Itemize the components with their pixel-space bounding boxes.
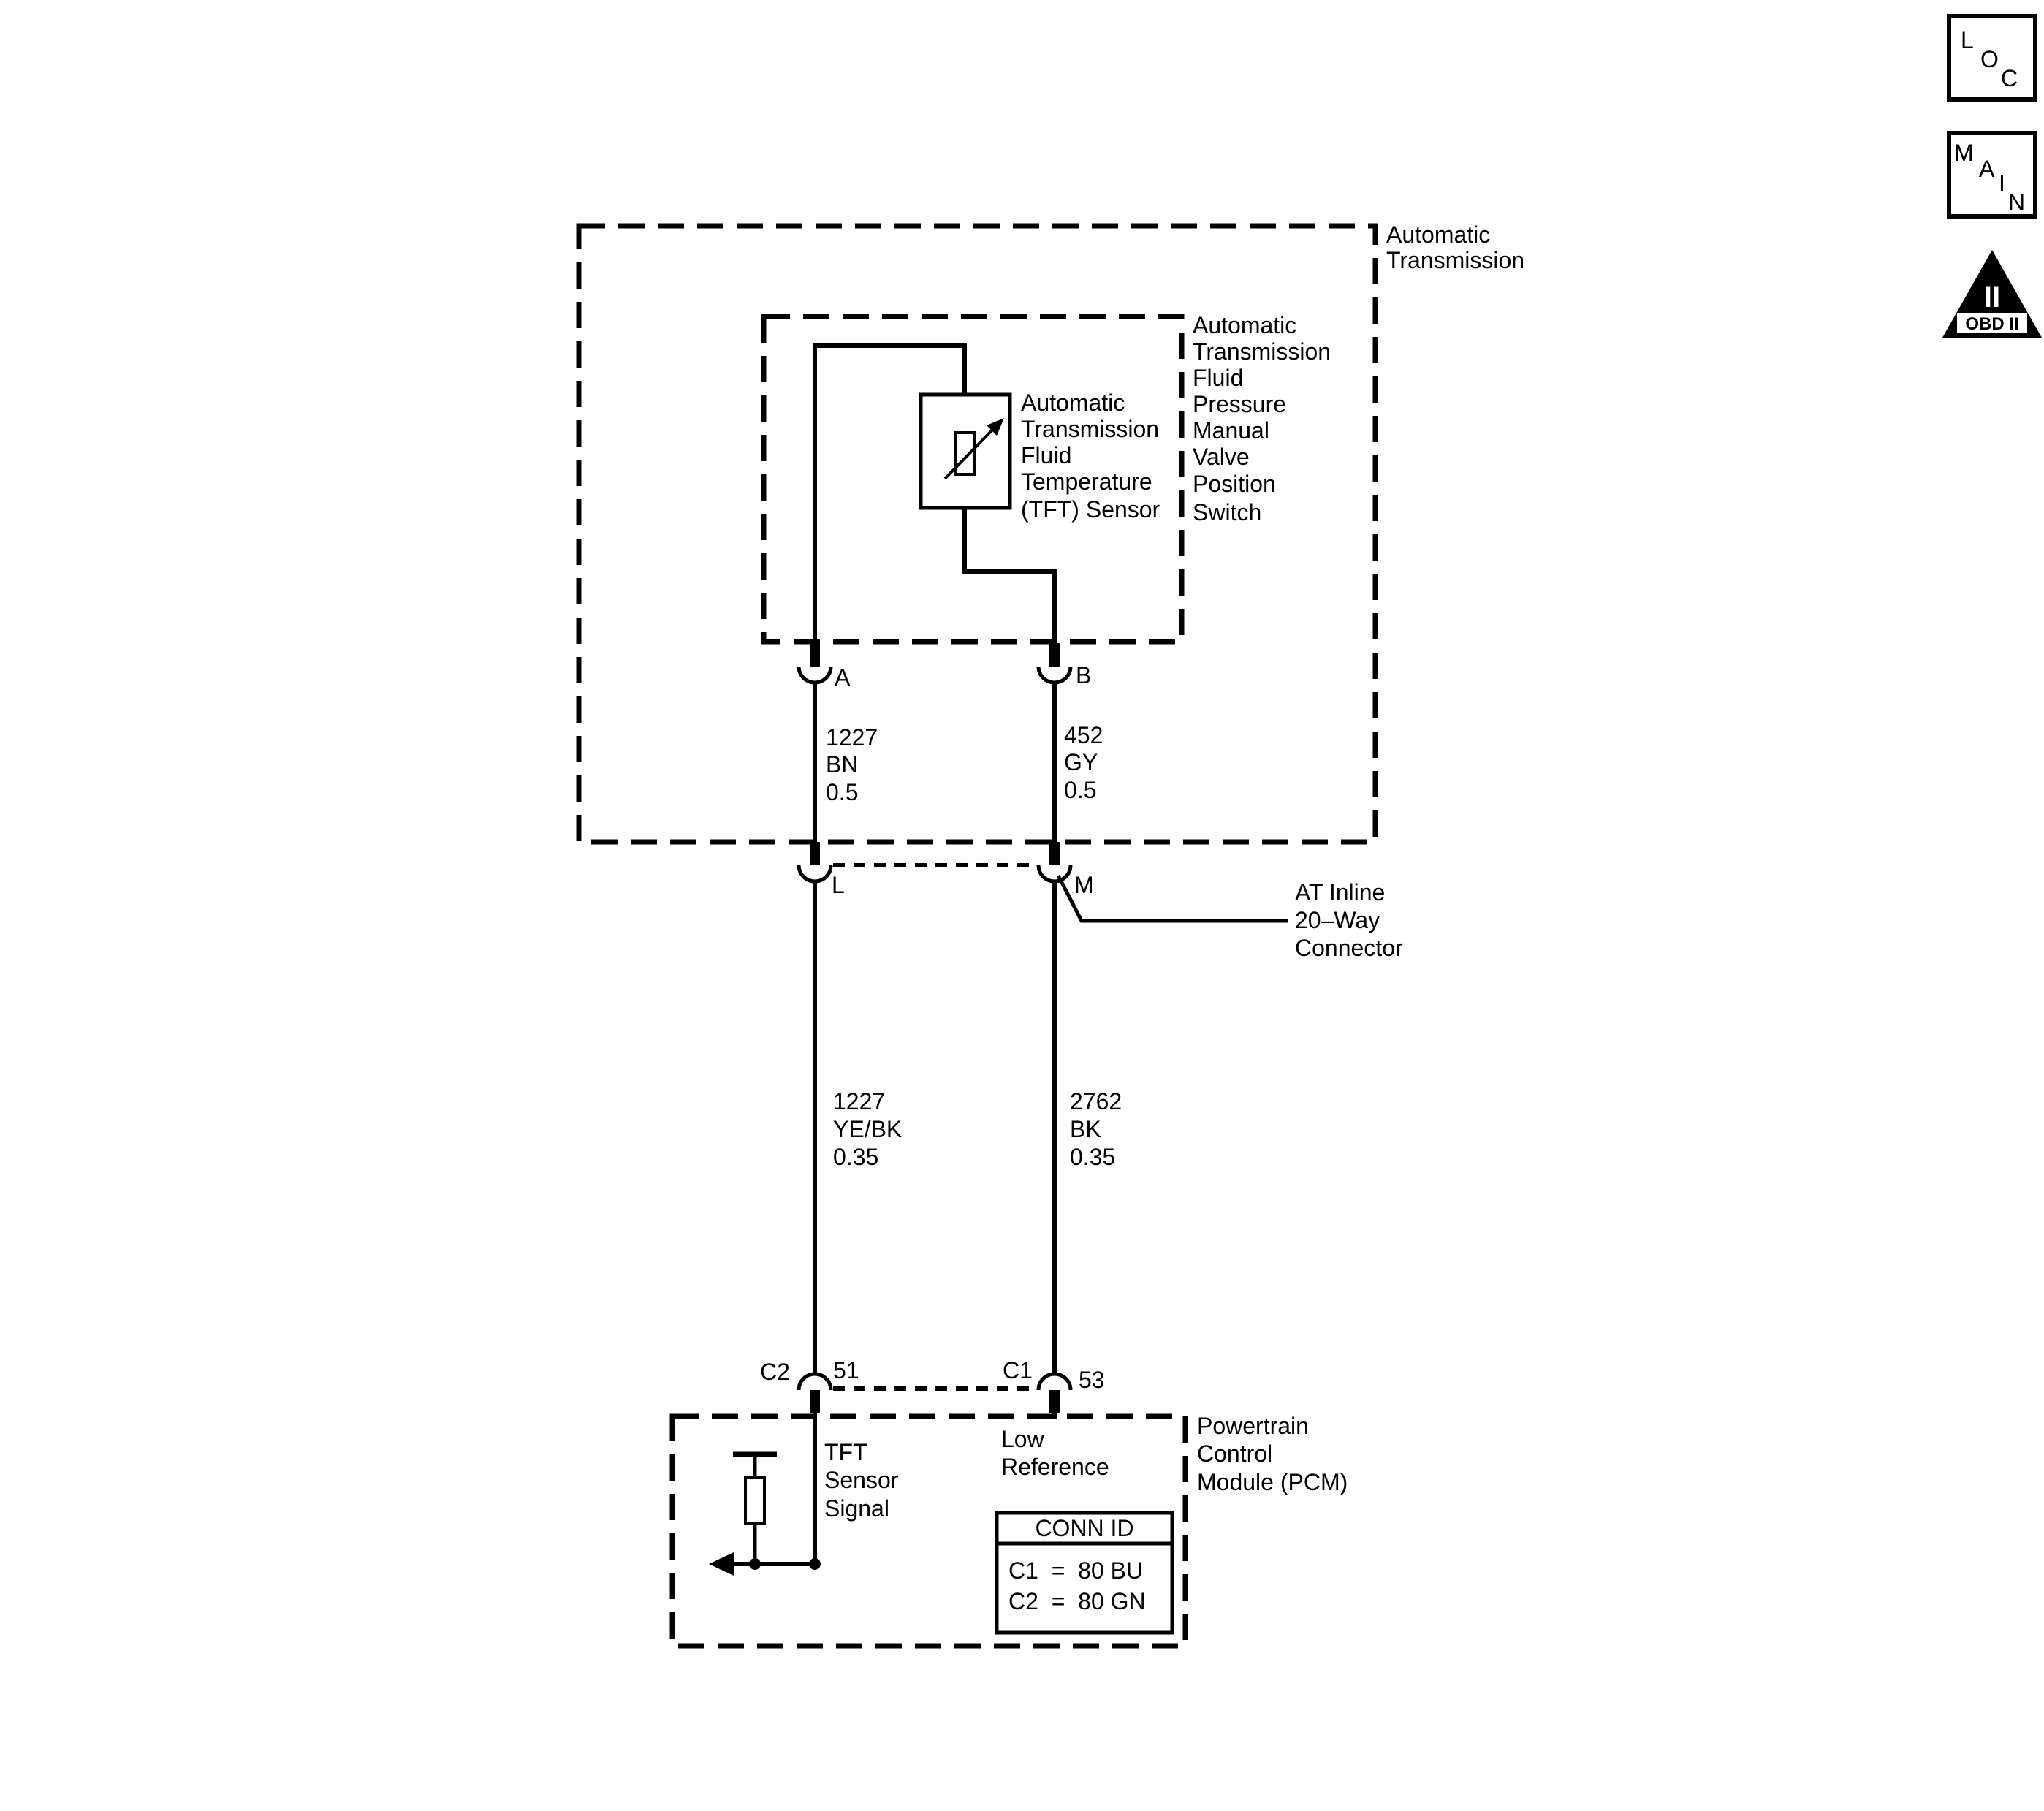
obd-label: OBD II	[1965, 314, 2018, 334]
tft-sensor-label: Automatic Transmission Fluid Temperature…	[1021, 390, 1166, 523]
loc-icon[interactable]: L O C	[1947, 14, 2037, 102]
wire-1227-ye-bk-label: 1227 YE/BK 0.35	[833, 1088, 908, 1170]
transmission-label: Automatic Transmission	[1386, 221, 1524, 273]
pin-51-label: 51	[833, 1357, 859, 1383]
main-icon[interactable]: M A I N	[1947, 131, 2037, 219]
obd-numeral: II	[1984, 281, 2000, 314]
pressure-switch-outline	[761, 314, 1185, 645]
pin-m-label: M	[1074, 872, 1094, 898]
conn-id-row-c2: C2 = 80 GN	[1008, 1588, 1146, 1614]
tft-sensor-thermistor-icon	[919, 392, 1012, 510]
transmission-outline	[576, 223, 1378, 845]
main-letter-m: M	[1954, 140, 1974, 166]
pcm-label: Powertrain Control Module (PCM)	[1197, 1413, 1348, 1495]
loc-letter-c: C	[2001, 65, 2018, 91]
pin-53-label: 53	[1079, 1367, 1105, 1393]
wire-452-gy-label: 452 GY 0.5	[1064, 722, 1109, 803]
wire-1227-bn-label: 1227 BN 0.5	[826, 724, 884, 805]
conn-id-title: CONN ID	[1035, 1515, 1133, 1541]
connector-pin-c1-53	[1036, 1372, 1073, 1413]
switch-internal-wire-b	[962, 508, 1057, 643]
signal-arrow-icon	[709, 1552, 734, 1576]
splice-dot-left	[749, 1558, 761, 1570]
main-letter-n: N	[2008, 189, 2025, 216]
main-letter-a: A	[1979, 156, 1995, 182]
main-letter-i: I	[1999, 170, 2005, 197]
conn-id-row-c1: C1 = 80 BU	[1008, 1557, 1143, 1584]
connector-pin-m	[1036, 842, 1073, 884]
pcm-outline	[669, 1413, 1188, 1649]
connector-pin-a	[797, 643, 833, 685]
inline-connector-leader	[1056, 874, 1288, 923]
obd-ii-icon[interactable]: II OBD II	[1942, 250, 2042, 338]
wire-2762-bk-label: 2762 BK 0.35	[1070, 1088, 1128, 1170]
pin-c1-label: C1	[1003, 1357, 1033, 1383]
switch-internal-wire-a	[813, 343, 967, 643]
splice-dot-right	[809, 1558, 821, 1570]
pull-up-resistor-icon	[733, 1451, 777, 1564]
loc-letter-o: O	[1980, 46, 1999, 72]
conn-id-table: CONN ID C1 = 80 BU C2 = 80 GN	[995, 1511, 1174, 1635]
connector-pin-l	[797, 842, 833, 884]
tft-sensor-signal-label: TFT Sensor Signal	[824, 1439, 905, 1522]
pressure-switch-label: Automatic Transmission Fluid Pressure Ma…	[1193, 312, 1337, 525]
inline-connector-label: AT Inline 20–Way Connector	[1295, 879, 1403, 961]
pin-b-label: B	[1076, 662, 1091, 688]
connector-pin-b	[1036, 643, 1073, 685]
pin-a-label: A	[835, 664, 851, 691]
pin-l-label: L	[832, 872, 845, 898]
low-reference-label: Low Reference	[1001, 1426, 1109, 1480]
loc-letter-l: L	[1961, 27, 1974, 53]
connector-pin-c2-51	[797, 1372, 833, 1413]
pin-c2-label: C2	[760, 1359, 790, 1385]
